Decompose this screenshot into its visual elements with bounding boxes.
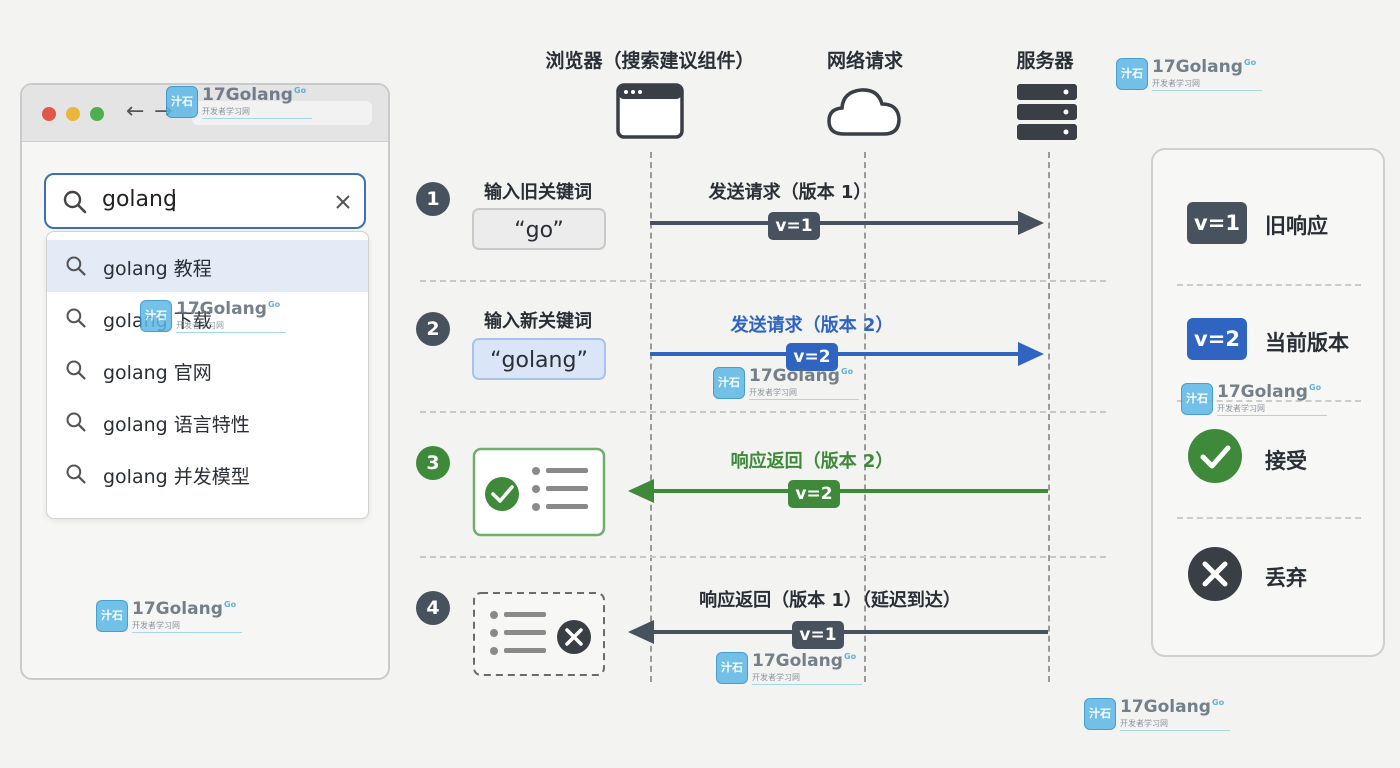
server-icon [1017, 84, 1077, 140]
step-number: 1 [416, 182, 450, 216]
step-number: 4 [416, 591, 450, 625]
step-divider [420, 280, 1106, 282]
legend-old-tag: v=1 [1187, 202, 1247, 244]
back-icon[interactable]: ← [126, 99, 145, 124]
search-input[interactable]: golang| [44, 173, 366, 229]
search-icon [63, 190, 87, 214]
minimize-dot[interactable] [66, 107, 80, 121]
arrow-label: 响应返回（版本 2） [730, 451, 894, 472]
step-label: 输入旧关键词 [484, 182, 592, 203]
step-label: 输入新关键词 [484, 311, 592, 332]
search-query: golang [102, 187, 177, 212]
address-bar[interactable] [192, 101, 372, 125]
suggestion-item[interactable]: golang 教程 [47, 240, 368, 292]
legend-accept-label: 接受 [1265, 449, 1307, 473]
browser-window: ← → golang| golang 教程 golang 下载 golang 官… [20, 83, 390, 680]
legend-divider [1177, 284, 1361, 286]
close-dot[interactable] [42, 107, 56, 121]
response-arrow-v2 [628, 479, 1048, 503]
search-icon [66, 256, 86, 276]
browser-lifeline [650, 152, 652, 682]
search-icon [66, 412, 86, 432]
version-tag: v=2 [788, 480, 840, 508]
column-header-network: 网络请求 [826, 50, 903, 72]
legend-old-label: 旧响应 [1265, 214, 1328, 238]
clear-icon[interactable] [334, 193, 352, 211]
step-number: 2 [416, 312, 450, 346]
legend-divider [1177, 400, 1361, 402]
old-keyword-box: “go” [472, 208, 606, 250]
browser-window-icon [616, 83, 684, 139]
discarded-list-icon [473, 592, 605, 676]
response-arrow-v1-delayed [628, 620, 1048, 644]
column-header-server: 服务器 [1016, 50, 1074, 72]
request-arrow-v2 [650, 342, 1044, 366]
suggestion-text: golang 语言特性 [103, 414, 250, 436]
legend-divider [1177, 517, 1361, 519]
version-tag: v=1 [792, 621, 844, 649]
network-lifeline [864, 152, 866, 682]
server-lifeline [1048, 152, 1050, 682]
arrow-label: 响应返回（版本 1）（延迟到达） [699, 590, 961, 611]
arrow-label: 发送请求（版本 2） [730, 315, 894, 336]
accepted-list-icon [472, 447, 606, 537]
text-caret: | [170, 187, 178, 212]
search-icon [66, 464, 86, 484]
suggestion-text: golang 并发模型 [103, 466, 250, 488]
step-divider [420, 556, 1106, 558]
maximize-dot[interactable] [90, 107, 104, 121]
suggestion-text: golang 教程 [103, 258, 212, 280]
version-tag: v=1 [768, 212, 820, 240]
legend-current-tag: v=2 [1187, 318, 1247, 360]
legend-current-label: 当前版本 [1265, 331, 1349, 355]
column-header-browser: 浏览器（搜索建议组件） [545, 50, 755, 72]
suggestion-item[interactable]: golang 官网 [47, 344, 368, 396]
suggestion-text: golang 官网 [103, 362, 212, 384]
suggestion-dropdown: golang 教程 golang 下载 golang 官网 golang 语言特… [46, 231, 369, 519]
search-icon [66, 360, 86, 380]
legend-discard-label: 丢弃 [1265, 566, 1307, 590]
request-arrow-v1 [650, 211, 1044, 235]
cross-icon [1188, 547, 1242, 601]
arrow-label: 发送请求（版本 1） [708, 182, 872, 203]
version-tag: v=2 [786, 343, 838, 371]
cloud-icon [827, 88, 901, 136]
step-number: 3 [416, 446, 450, 480]
browser-titlebar: ← → [22, 85, 388, 142]
suggestion-item[interactable]: golang 语言特性 [47, 396, 368, 448]
legend-panel: v=1 旧响应 v=2 当前版本 接受 丢弃 [1151, 148, 1385, 657]
check-icon [1188, 429, 1242, 483]
new-keyword-box: “golang” [472, 338, 606, 380]
step-divider [420, 411, 1106, 413]
search-icon [66, 308, 86, 328]
suggestion-item[interactable]: golang 并发模型 [47, 448, 368, 500]
